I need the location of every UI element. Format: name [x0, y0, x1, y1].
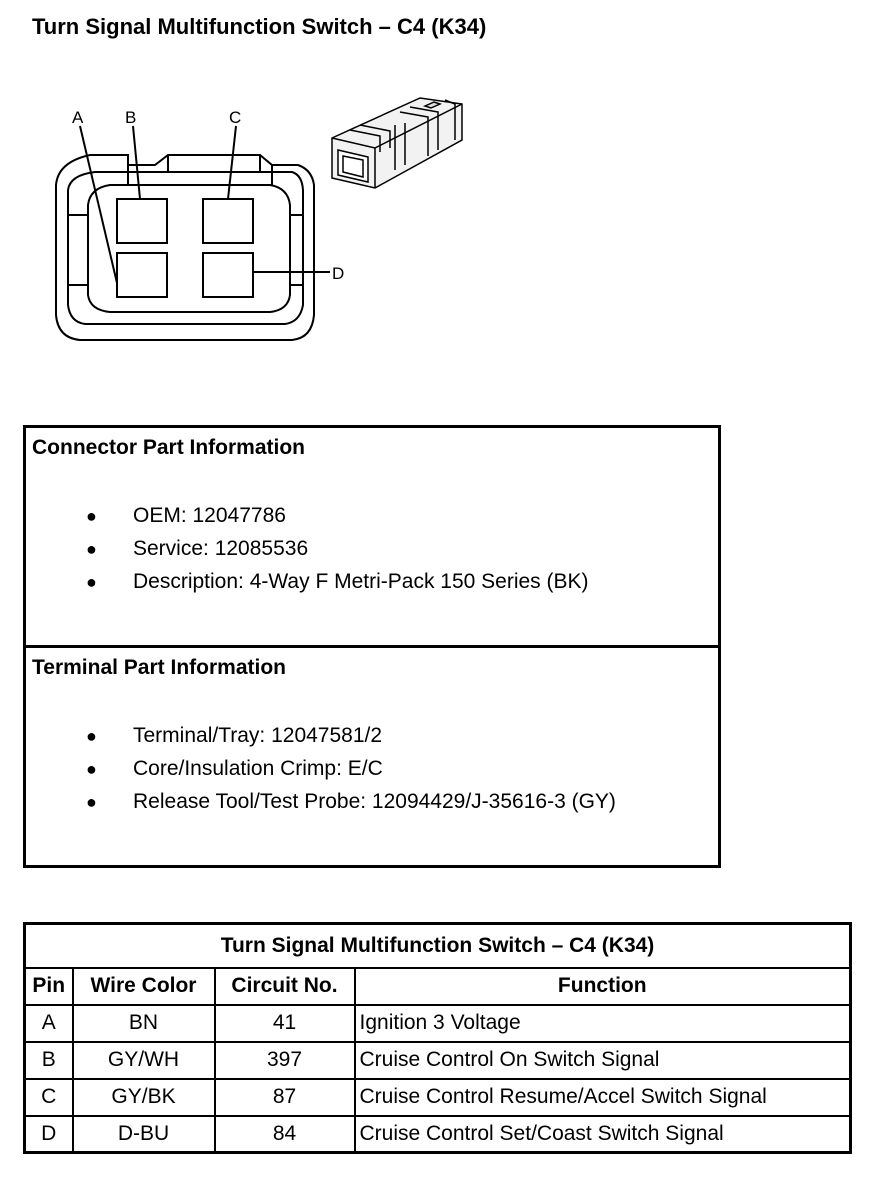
cavity-b [116, 198, 168, 244]
pin-label-b: B [125, 108, 136, 127]
connector-part-info-heading: Connector Part Information [32, 436, 306, 459]
pin-label-d: D [332, 264, 344, 283]
table-row: C GY/BK 87 Cruise Control Resume/Accel S… [23, 1077, 852, 1117]
pin-table-header: Pin Wire Color Circuit No. Function [23, 966, 852, 1006]
pin-table-caption: Turn Signal Multifunction Switch – C4 (K… [23, 922, 852, 969]
cavity-a [116, 252, 168, 298]
bullet-icon: ● [86, 759, 97, 779]
pin-label-a: A [72, 108, 84, 127]
header-circuit-no: Circuit No. [213, 966, 356, 1006]
leader-line-a [79, 125, 118, 284]
table-row: D D-BU 84 Cruise Control Set/Coast Switc… [23, 1114, 852, 1154]
bullet-icon: ● [86, 572, 97, 592]
page-title: Turn Signal Multifunction Switch – C4 (K… [32, 14, 487, 39]
pin-label-c: C [229, 108, 241, 127]
connector-inner-wall [67, 171, 304, 325]
pin-table: Turn Signal Multifunction Switch – C4 (K… [23, 922, 852, 1154]
terminal-part-info-heading: Terminal Part Information [32, 656, 286, 679]
header-pin: Pin [23, 966, 74, 1006]
header-wire-color: Wire Color [71, 966, 216, 1006]
connector-part-info: Connector Part Information ●OEM: 1204778… [26, 428, 718, 648]
connector-3d-illustration [331, 97, 463, 189]
connector-cavity-outline [87, 184, 291, 313]
table-row: A BN 41 Ignition 3 Voltage [23, 1003, 852, 1043]
header-function: Function [353, 966, 852, 1006]
bullet-icon: ● [86, 726, 97, 746]
leader-line-b [132, 125, 141, 200]
bullet-icon: ● [86, 506, 97, 526]
bullet-icon: ● [86, 792, 97, 812]
terminal-part-info: Terminal Part Information ●Terminal/Tray… [32, 656, 616, 813]
connector-outer-shell [55, 154, 315, 341]
cavity-c [202, 198, 254, 244]
cavity-d [202, 252, 254, 298]
bullet-icon: ● [86, 539, 97, 559]
table-row: B GY/WH 397 Cruise Control On Switch Sig… [23, 1040, 852, 1080]
connector-diagram: A B C D [55, 97, 463, 341]
part-info-box: Connector Part Information ●OEM: 1204778… [23, 425, 721, 868]
leader-line-c [227, 125, 237, 200]
